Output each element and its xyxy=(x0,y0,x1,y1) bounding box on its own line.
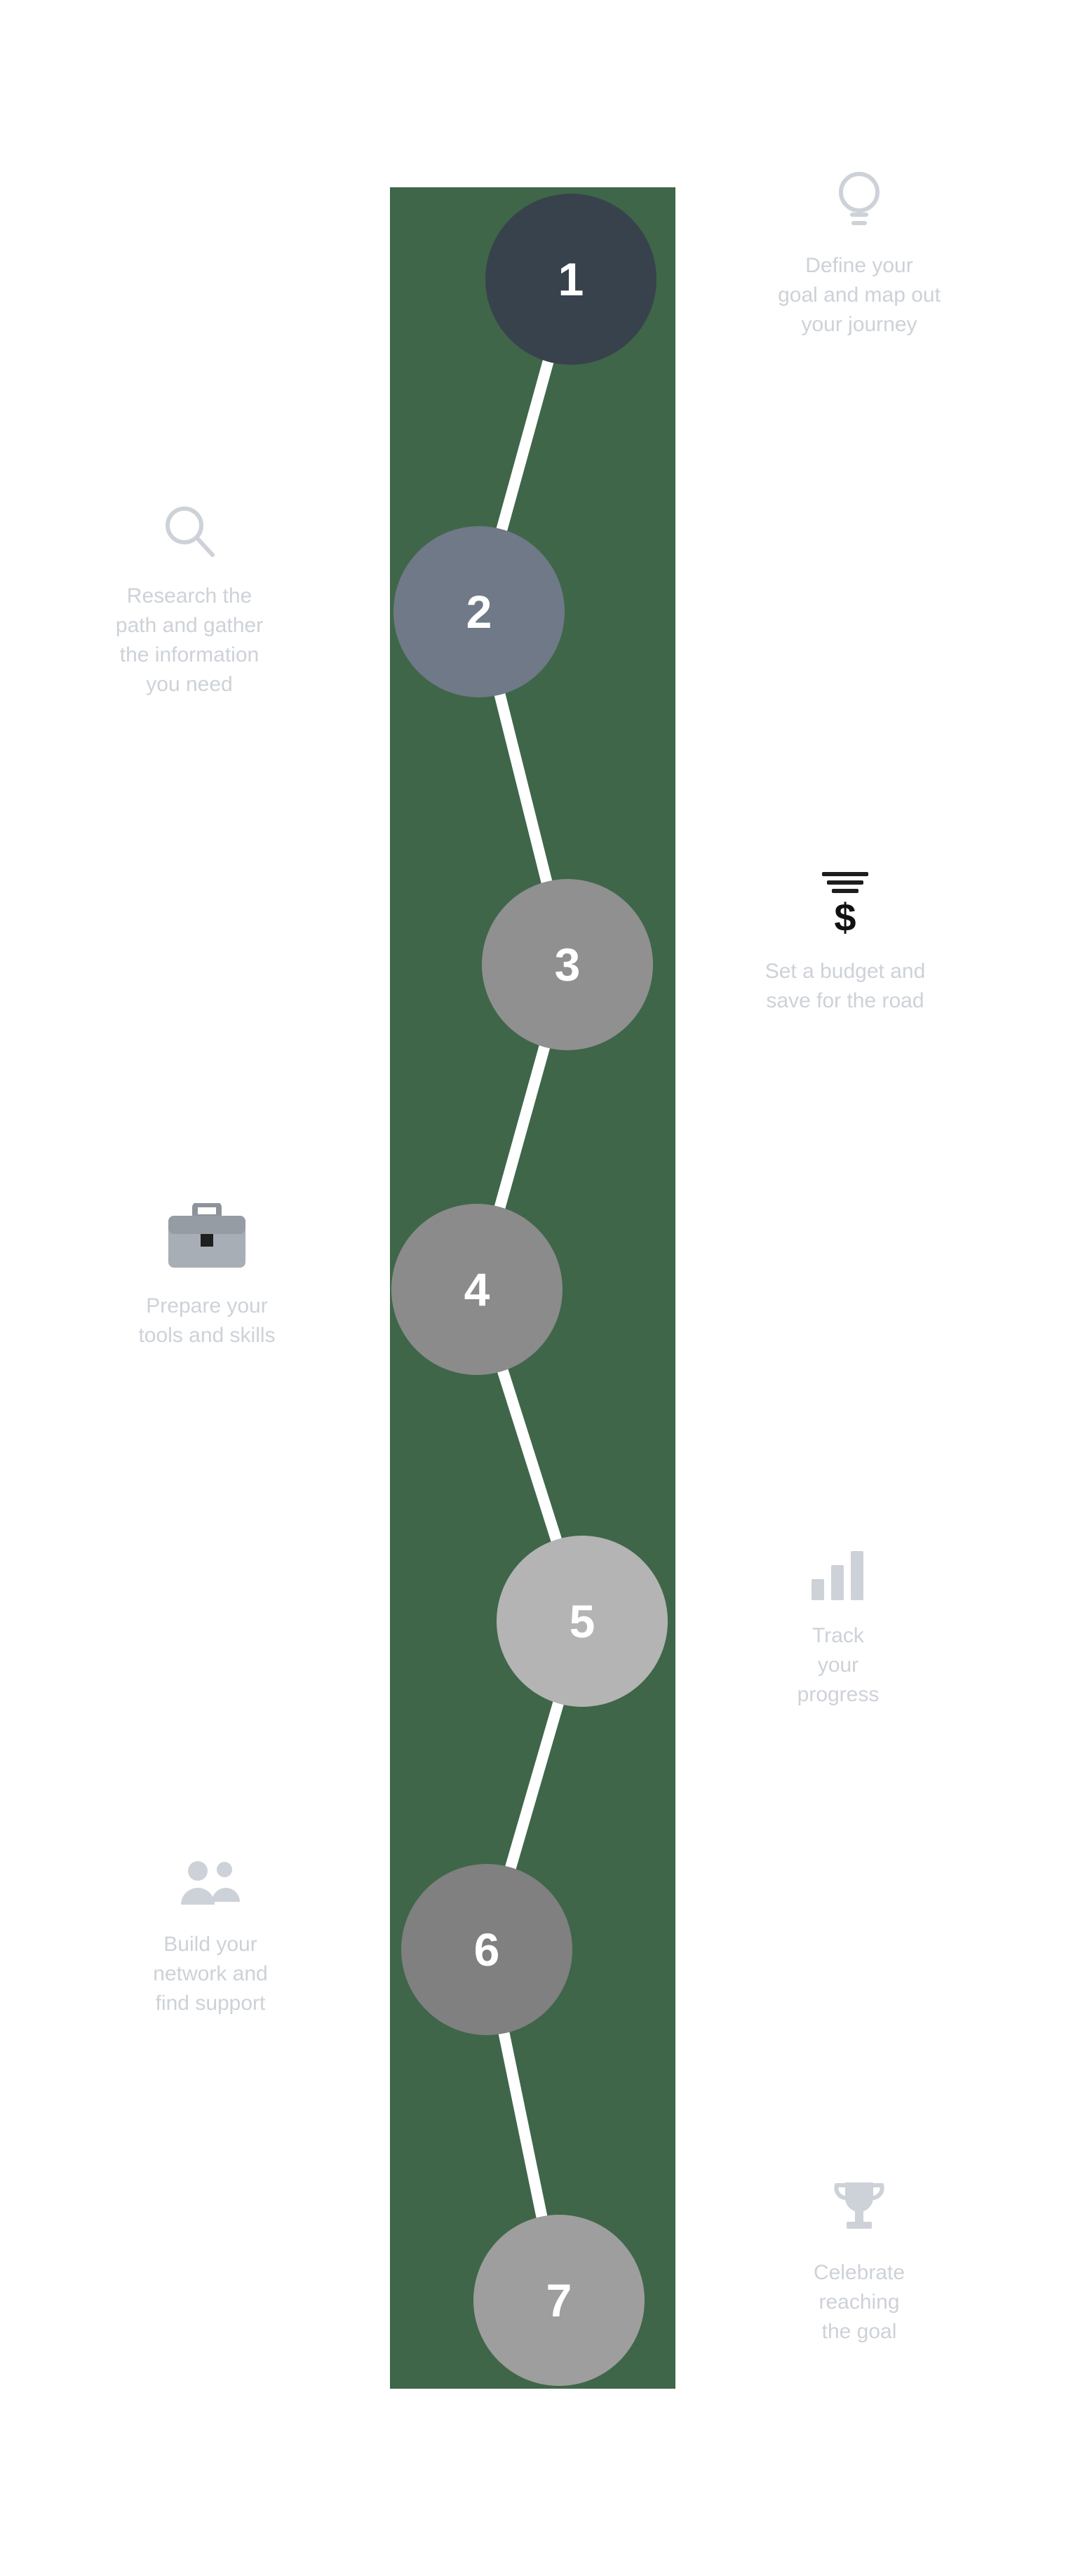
step-caption-line: your xyxy=(817,1653,859,1677)
step-caption-line: progress xyxy=(797,1683,880,1706)
step-circle-3: 3 xyxy=(482,879,653,1050)
step-caption-line: Prepare your xyxy=(146,1294,268,1317)
step-number: 1 xyxy=(558,253,584,305)
step-circle-5: 5 xyxy=(497,1536,668,1707)
step-annotation-5: Track your progress xyxy=(733,1547,943,1710)
step-caption-line: find support xyxy=(155,1992,266,2015)
step-number: 4 xyxy=(464,1263,490,1315)
step-caption-line: network and xyxy=(153,1962,268,1985)
step-circle-6: 6 xyxy=(401,1864,572,2035)
step-caption-line: path and gather xyxy=(115,614,264,637)
step-annotation-6: Build your network and find support xyxy=(60,1856,361,2018)
step-caption-line: goal and map out xyxy=(778,283,941,307)
step-number: 6 xyxy=(473,1924,500,1975)
step-caption-line: Research the xyxy=(126,584,252,608)
step-circle-4: 4 xyxy=(391,1204,563,1375)
step-caption-line: your journey xyxy=(801,313,917,336)
step-number: 7 xyxy=(546,2274,572,2326)
step-caption-line: Track xyxy=(812,1624,864,1647)
bar-chart-icon xyxy=(807,1547,869,1603)
step-caption-line: Build your xyxy=(163,1933,257,1956)
step-annotation-3: $ Set a budget and save for the road xyxy=(694,870,996,1016)
step-number: 3 xyxy=(554,939,581,991)
step-caption-line: the information xyxy=(119,643,260,666)
trophy-icon xyxy=(828,2178,890,2240)
step-caption-line: you need xyxy=(146,673,233,696)
step-annotation-7: Celebrate reaching the goal xyxy=(754,2178,964,2347)
step-caption-line: tools and skills xyxy=(138,1324,276,1347)
step-annotation-4: Prepare your tools and skills xyxy=(56,1203,358,1350)
magnifier-icon xyxy=(159,502,220,563)
step-circle-7: 7 xyxy=(473,2215,645,2386)
step-annotation-1: Define your goal and map out your journe… xyxy=(708,168,1010,340)
step-number: 2 xyxy=(466,586,492,638)
briefcase-icon xyxy=(166,1203,248,1273)
team-icon xyxy=(175,1856,245,1912)
step-circle-1: 1 xyxy=(485,194,656,365)
step-caption-line: reaching xyxy=(819,2290,900,2314)
lightbulb-icon xyxy=(830,168,889,233)
step-circle-2: 2 xyxy=(393,526,565,697)
dollar-icon: $ xyxy=(822,870,868,939)
step-caption-line: Define your xyxy=(805,254,913,277)
step-caption-line: save for the road xyxy=(766,989,924,1012)
step-caption-line: the goal xyxy=(821,2320,897,2343)
dollar-symbol: $ xyxy=(834,895,856,939)
step-annotation-2: Research the path and gather the informa… xyxy=(39,502,340,699)
step-caption-line: Celebrate xyxy=(813,2261,905,2284)
step-caption-line: Set a budget and xyxy=(764,960,926,983)
step-number: 5 xyxy=(569,1595,595,1647)
